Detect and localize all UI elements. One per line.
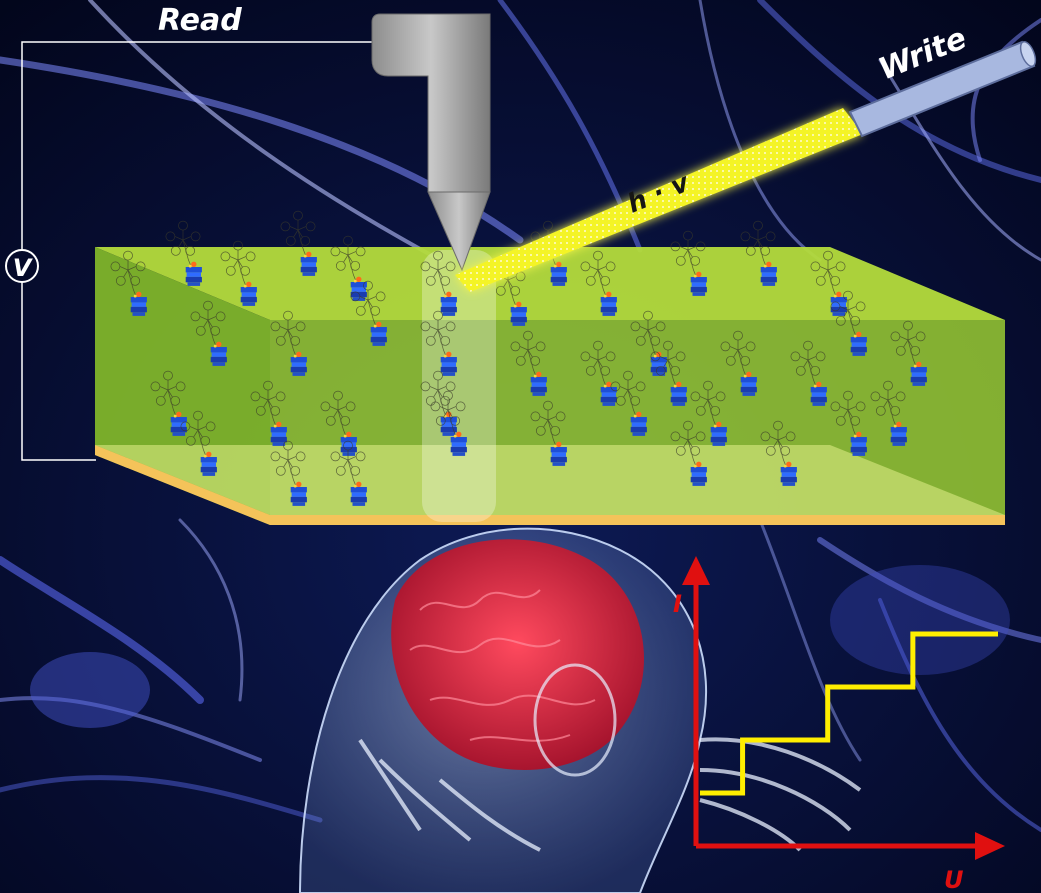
laser-pen-icon xyxy=(848,40,1037,138)
y-axis-label: I xyxy=(673,590,682,618)
series-layer xyxy=(700,631,998,796)
laser-beam xyxy=(455,108,863,292)
y-axis-arrow xyxy=(682,556,710,585)
material-slab xyxy=(95,247,1005,525)
read-column xyxy=(422,250,496,522)
head-illustration xyxy=(298,527,862,893)
step-series-line xyxy=(700,631,998,796)
neuron-network xyxy=(0,0,1041,832)
voltage-label: V xyxy=(13,254,34,282)
probe-tip-icon xyxy=(371,13,491,272)
x-axis-label: U xyxy=(944,866,964,893)
voltmeter-icon xyxy=(5,249,39,283)
read-circuit: V Read xyxy=(5,3,372,461)
brain-icon xyxy=(391,539,644,770)
read-label: Read xyxy=(158,3,242,38)
x-axis-arrow xyxy=(975,832,1005,860)
iv-chart: I U xyxy=(673,556,1005,893)
